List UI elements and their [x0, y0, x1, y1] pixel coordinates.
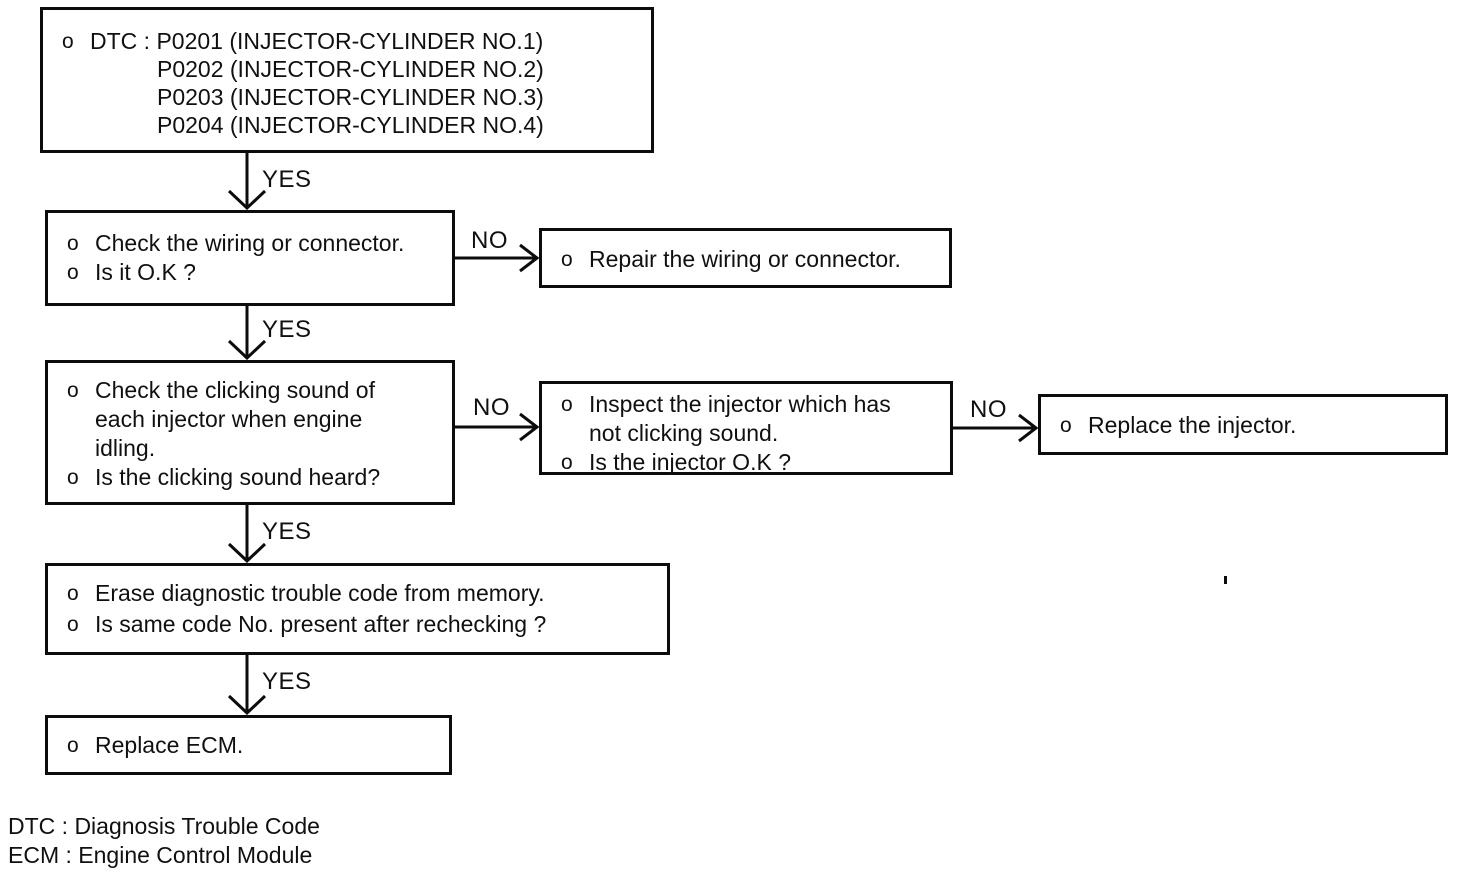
bullet: o: [561, 248, 573, 271]
edge-label-yes-4: YES: [262, 668, 312, 695]
node-erase-dtc: o Erase diagnostic trouble code from mem…: [45, 563, 670, 655]
arrow-down-4: [227, 655, 267, 715]
node-text: Check the wiring or connector.: [95, 230, 405, 256]
dtc-line-1: DTC : P0201 (INJECTOR-CYLINDER NO.1): [90, 28, 544, 54]
dtc-line-2: P0202 (INJECTOR-CYLINDER NO.2): [157, 56, 544, 82]
node-text: Erase diagnostic trouble code from memor…: [95, 580, 545, 606]
bullet: o: [67, 261, 79, 284]
scan-artifact-dot: [1224, 576, 1227, 584]
edge-label-yes-3: YES: [262, 518, 312, 545]
edge-label-no-2: NO: [473, 394, 510, 421]
node-check-wiring: o Check the wiring or connector. o Is it…: [45, 210, 455, 306]
node-text: Is the injector O.K ?: [589, 449, 791, 475]
node-check-clicking: o Check the clicking sound of each injec…: [45, 360, 455, 505]
node-replace-injector: o Replace the injector.: [1038, 394, 1448, 455]
node-text: Is the clicking sound heard?: [95, 464, 381, 490]
edge-label-yes-2: YES: [262, 316, 312, 343]
node-replace-ecm: o Replace ECM.: [45, 715, 452, 775]
dtc-line-3: P0203 (INJECTOR-CYLINDER NO.3): [157, 84, 544, 110]
bullet: o: [67, 379, 79, 402]
abbreviation-legend: DTC : Diagnosis Trouble Code ECM : Engin…: [8, 812, 320, 870]
edge-label-yes-1: YES: [262, 166, 312, 193]
node-text: Repair the wiring or connector.: [589, 246, 901, 272]
bullet: o: [67, 734, 79, 757]
node-text: Is it O.K ?: [95, 259, 196, 285]
node-text: Inspect the injector which has not click…: [589, 391, 891, 446]
bullet: o: [67, 466, 79, 489]
bullet: o: [561, 393, 573, 416]
arrow-right-3: [953, 413, 1038, 443]
bullet: o: [1060, 414, 1072, 437]
node-text: Is same code No. present after recheckin…: [95, 611, 547, 637]
arrow-right-1: [455, 243, 539, 273]
arrow-down-2: [227, 306, 267, 360]
dtc-line-4: P0204 (INJECTOR-CYLINDER NO.4): [157, 112, 544, 138]
node-text: Replace the injector.: [1088, 412, 1297, 438]
node-inspect-injector: o Inspect the injector which has not cli…: [539, 381, 953, 475]
edge-label-no-3: NO: [970, 396, 1007, 423]
bullet: o: [62, 30, 74, 53]
arrow-down-3: [227, 505, 267, 563]
node-text: Check the clicking sound of each injecto…: [95, 377, 375, 461]
bullet: o: [561, 451, 573, 474]
node-dtc-codes: o DTC : P0201 (INJECTOR-CYLINDER NO.1) P…: [40, 7, 654, 153]
legend-line-ecm: ECM : Engine Control Module: [8, 842, 313, 868]
node-repair-wiring: o Repair the wiring or connector.: [539, 228, 952, 288]
bullet: o: [67, 232, 79, 255]
node-text: Replace ECM.: [95, 732, 244, 758]
legend-line-dtc: DTC : Diagnosis Trouble Code: [8, 813, 320, 839]
arrow-down-1: [227, 153, 267, 210]
edge-label-no-1: NO: [471, 227, 508, 254]
bullet: o: [67, 582, 79, 605]
arrow-right-2: [455, 412, 539, 442]
bullet: o: [67, 613, 79, 636]
